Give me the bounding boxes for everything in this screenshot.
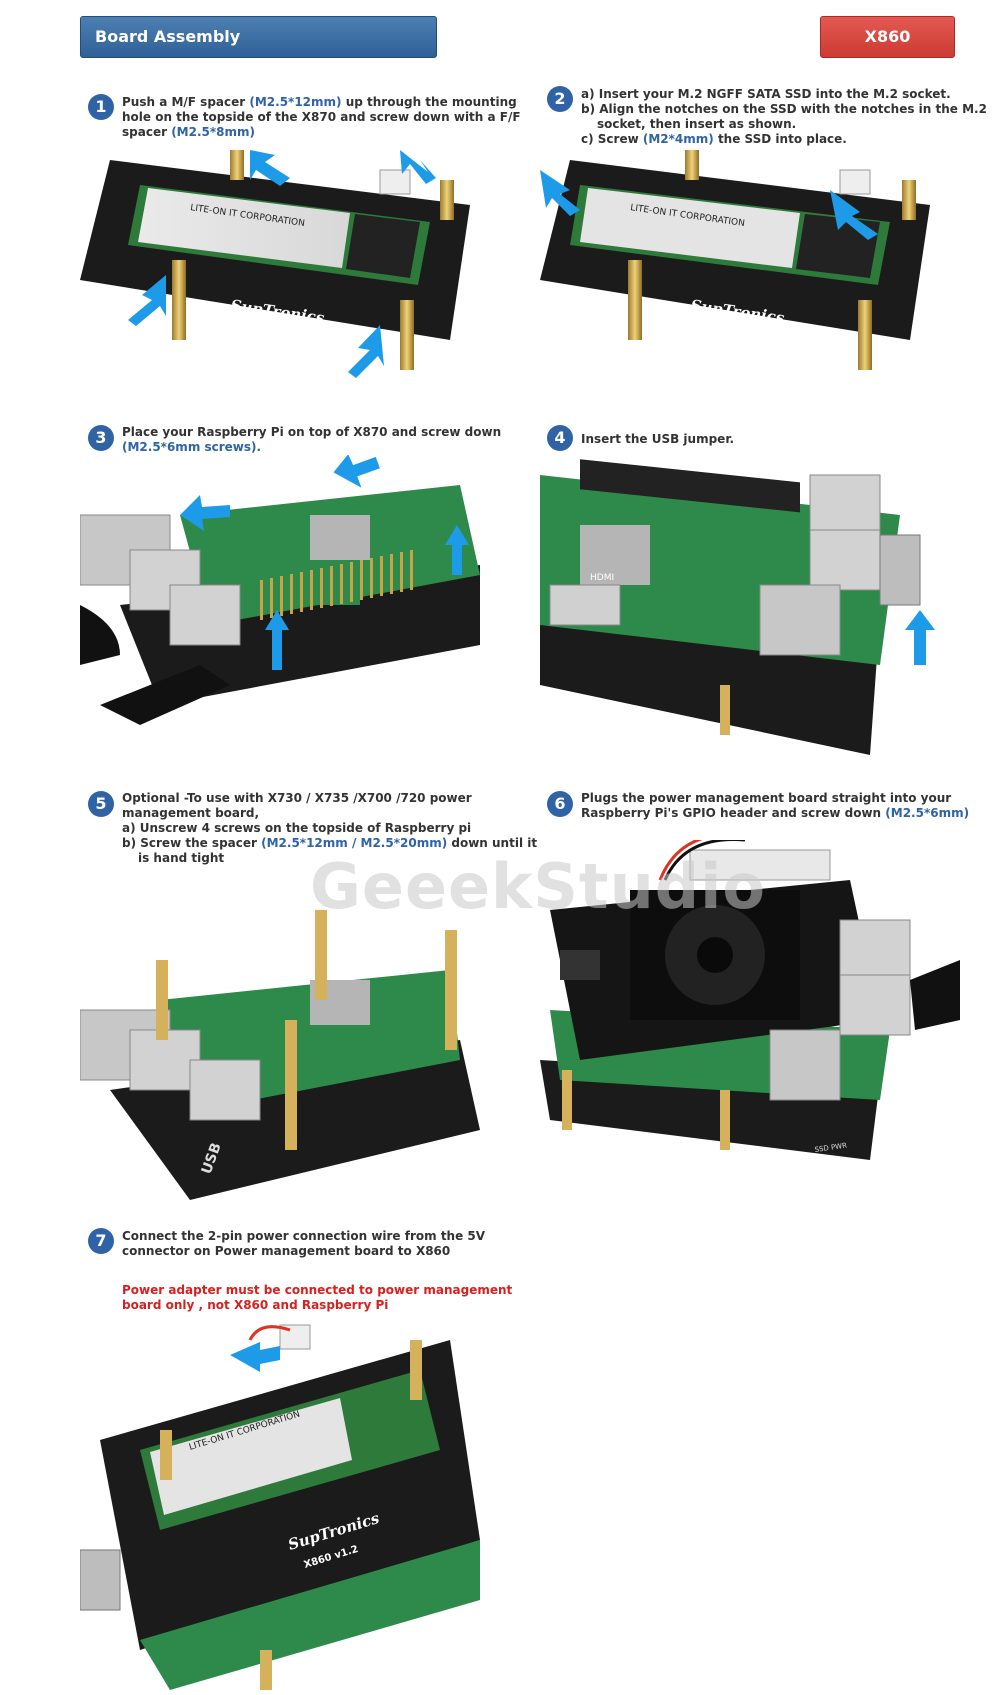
usb-port [809, 474, 881, 536]
usb-port [809, 529, 881, 591]
ssd-chip [346, 214, 420, 278]
watermark: GeeekStudio [310, 850, 766, 923]
arrow-icon [180, 495, 230, 531]
step-5-text: Optional -To use with X730 / X735 /X700 … [122, 791, 538, 865]
model-badge: X860 [820, 16, 955, 58]
cable [910, 960, 960, 1030]
arrow-icon [400, 150, 436, 184]
step-6-text: Plugs the power management board straigh… [581, 791, 970, 820]
raspberry-pi-board [140, 1540, 480, 1690]
step-4-number: 4 [547, 425, 573, 451]
spacer [440, 180, 454, 220]
version-label: X860 v1.2 [700, 320, 757, 339]
ethernet-port [759, 584, 841, 656]
arrow-icon [445, 525, 469, 575]
arrow-icon [905, 610, 935, 665]
ssd-label [580, 188, 800, 268]
arrow-icon [333, 455, 380, 488]
step-5-photo: USB [80, 910, 480, 1200]
power-warning: Power adapter must be connected to power… [122, 1283, 513, 1312]
power-connector [379, 169, 411, 195]
step-7-text: Connect the 2-pin power connection wire … [122, 1229, 486, 1258]
hdmi-label: HDMI [590, 573, 614, 583]
step-4-text: Insert the USB jumper. [581, 432, 735, 446]
arrow-icon [128, 275, 166, 326]
step-3-text: Place your Raspberry Pi on top of X870 a… [122, 425, 502, 454]
spacer [230, 150, 244, 180]
usb-port [169, 584, 241, 646]
step-1-text: Push a M/F spacer (M2.5*12mm) up through… [122, 95, 521, 139]
step-2-text: a) Insert your M.2 NGFF SATA SSD into th… [581, 87, 987, 146]
arrow-icon [250, 150, 290, 186]
arrow-icon [830, 190, 878, 240]
cable [100, 665, 230, 725]
version-label: X860 v1.2 [240, 320, 297, 339]
spacer [400, 300, 414, 370]
arrow-icon [348, 325, 384, 378]
step-6-photo: SSD PWR [540, 840, 960, 1160]
usb-port [839, 974, 911, 1036]
arrow-icon [230, 1342, 280, 1372]
usb-port [839, 919, 911, 981]
arrow-icons [128, 150, 436, 378]
ethernet-port [769, 1029, 841, 1101]
step-2-number: 2 [547, 86, 573, 112]
spacer [172, 260, 186, 340]
step-7-photo: LITE-ON IT CORPORATION SupTronics X860 v… [80, 1324, 480, 1690]
ssd-label [138, 188, 350, 268]
cable [80, 605, 120, 665]
soc-chip [310, 515, 370, 560]
step-7-number: 7 [88, 1228, 114, 1254]
step-6-number: 6 [547, 791, 573, 817]
usb-jumper [80, 1549, 121, 1611]
hdmi-port [549, 584, 621, 626]
arrow-icon [265, 610, 289, 670]
step-3-photo [80, 455, 480, 725]
step-4-photo: HDMI [540, 459, 935, 755]
usb-port [189, 1059, 261, 1121]
section-title: Board Assembly [80, 16, 437, 58]
step-1-number: 1 [88, 94, 114, 120]
step-1-photo: LITE-ON IT CORPORATION SupTronics X860 v… [80, 150, 470, 378]
arrow-icon [540, 170, 580, 216]
soc-chip [580, 525, 650, 585]
step-5-number: 5 [88, 791, 114, 817]
dc-jack [560, 950, 600, 980]
step-2-photo: LITE-ON IT CORPORATION SupTronics X860 v… [540, 150, 930, 370]
step-3-number: 3 [88, 425, 114, 451]
usb-jumper [879, 534, 921, 606]
ssd-label [150, 1398, 352, 1515]
